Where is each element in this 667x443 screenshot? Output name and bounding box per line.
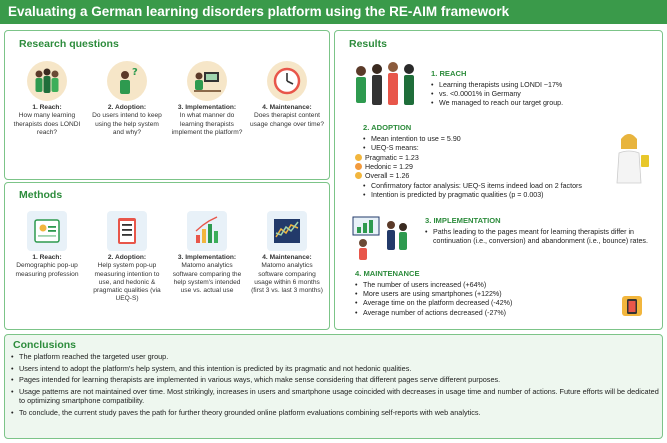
rq-reach-text: How many learning therapists does LONDI …	[13, 112, 81, 136]
poster-title: Evaluating a German learning disorders p…	[0, 0, 667, 24]
conclusion-item: Usage patterns are not maintained over t…	[11, 387, 659, 406]
research-questions-heading: Research questions	[19, 38, 119, 50]
implementation-item: Paths leading to the pages meant for lea…	[425, 228, 655, 246]
line-graph-icon	[267, 211, 307, 251]
conclusion-item: The platform reached the targeted user g…	[11, 352, 659, 362]
reach-item: Learning therapists using LONDI ~17%	[431, 81, 656, 90]
overall-score: Overall = 1.26	[355, 172, 535, 181]
conclusions-panel: Conclusions The platform reached the tar…	[4, 334, 663, 439]
rq-adoption: ? 2. Adoption: Do users intend to keep u…	[89, 61, 165, 137]
results-heading: Results	[349, 38, 387, 50]
smartphone-hand-icon	[619, 293, 645, 319]
maintenance-item: Average time on the platform decreased (…	[355, 299, 595, 308]
rq-adoption-label: 2. Adoption:	[107, 104, 147, 111]
person-question-icon: ?	[107, 61, 147, 101]
method-adoption-text: Help system pop-up measuring intention t…	[93, 262, 161, 303]
adoption-item: Intention is predicted by pragmatic qual…	[363, 191, 611, 200]
method-adoption-label: 2. Adoption:	[107, 254, 147, 261]
happy-face-icon	[355, 172, 362, 180]
group-people-icon	[27, 61, 67, 101]
maintenance-list: The number of users increased (+64%) Mor…	[355, 281, 595, 318]
method-reach-text: Demographic pop-up measuring profession	[15, 262, 79, 278]
rq-maintenance: 4. Maintenance: Does therapist content u…	[249, 61, 325, 129]
reach-item: vs. <0.0001% in Germany	[431, 90, 656, 99]
conclusion-item: Pages intended for learning therapists a…	[11, 375, 659, 385]
clock-icon	[267, 61, 307, 101]
adoption-item: UEQ-S means:	[363, 144, 603, 153]
rq-reach: 1. Reach: How many learning therapists d…	[9, 61, 85, 137]
maintenance-item: More users are using smartphones (+122%)	[355, 290, 595, 299]
rq-reach-label: 1. Reach:	[32, 104, 62, 111]
profile-card-icon	[27, 211, 67, 251]
adoption-heading: 2. ADOPTION	[363, 123, 412, 132]
rq-implementation: 3. Implementation: In what manner do lea…	[169, 61, 245, 137]
method-reach: 1. Reach: Demographic pop-up measuring p…	[9, 211, 85, 279]
adoption-list-2: Confirmatory factor analysis: UEQ-S item…	[363, 182, 611, 201]
results-panel: Results 1. REACH Learning therapists usi…	[334, 30, 663, 330]
woman-phone-icon	[607, 127, 657, 187]
methods-heading: Methods	[19, 189, 63, 201]
adoption-item: Confirmatory factor analysis: UEQ-S item…	[363, 182, 611, 191]
rq-implementation-text: In what manner do learning therapists im…	[171, 112, 243, 136]
person-computer-icon	[187, 61, 227, 101]
bar-chart-icon	[187, 211, 227, 251]
adoption-list: Mean intention to use = 5.90 UEQ-S means…	[363, 135, 603, 154]
smile-face-icon	[355, 163, 362, 171]
reach-list: Learning therapists using LONDI ~17% vs.…	[431, 81, 656, 109]
svg-text:?: ?	[132, 67, 138, 78]
method-implementation: 3. Implementation: Matomo analytics soft…	[169, 211, 245, 295]
rq-adoption-text: Do users intend to keep using the help s…	[92, 112, 162, 136]
checklist-icon	[107, 211, 147, 251]
team-analysis-icon	[351, 213, 411, 261]
maintenance-item: Average number of actions decreased (-27…	[355, 309, 595, 318]
implementation-list: Paths leading to the pages meant for lea…	[425, 228, 655, 246]
method-reach-label: 1. Reach:	[32, 254, 62, 261]
hedonic-score: Hedonic = 1.29	[355, 163, 535, 172]
conclusions-list: The platform reached the targeted user g…	[11, 352, 659, 420]
method-implementation-label: 3. Implementation:	[177, 254, 237, 261]
adoption-item: Mean intention to use = 5.90	[363, 135, 603, 144]
method-maintenance-label: 4. Maintenance:	[262, 254, 312, 261]
method-maintenance: 4. Maintenance: Matomo analytics softwar…	[249, 211, 325, 295]
method-implementation-text: Matomo analytics software comparing the …	[172, 262, 242, 295]
implementation-heading: 3. IMPLEMENTATION	[425, 216, 501, 225]
method-maintenance-text: Matomo analytics software comparing usag…	[251, 262, 323, 295]
neutral-face-icon	[355, 154, 362, 161]
conclusion-item: Users intend to adopt the platform's hel…	[11, 364, 659, 374]
research-questions-panel: Research questions 1. Reach: How many le…	[4, 30, 330, 180]
maintenance-item: The number of users increased (+64%)	[355, 281, 595, 290]
people-crowd-icon	[351, 59, 423, 115]
pragmatic-score: Pragmatic = 1.23	[355, 154, 535, 163]
rq-maintenance-label: 4. Maintenance:	[262, 104, 312, 111]
conclusions-heading: Conclusions	[13, 339, 77, 351]
reach-heading: 1. REACH	[431, 69, 467, 78]
conclusion-item: To conclude, the current study paves the…	[11, 408, 659, 418]
maintenance-heading: 4. MAINTENANCE	[355, 269, 420, 278]
ueq-scores: Pragmatic = 1.23 Hedonic = 1.29 Overall …	[355, 154, 535, 182]
methods-panel: Methods 1. Reach: Demographic pop-up mea…	[4, 182, 330, 330]
rq-implementation-label: 3. Implementation:	[177, 104, 237, 111]
method-adoption: 2. Adoption: Help system pop-up measurin…	[89, 211, 165, 304]
reach-item: We managed to reach our target group.	[431, 99, 656, 108]
rq-maintenance-text: Does therapist content usage change over…	[249, 112, 325, 128]
